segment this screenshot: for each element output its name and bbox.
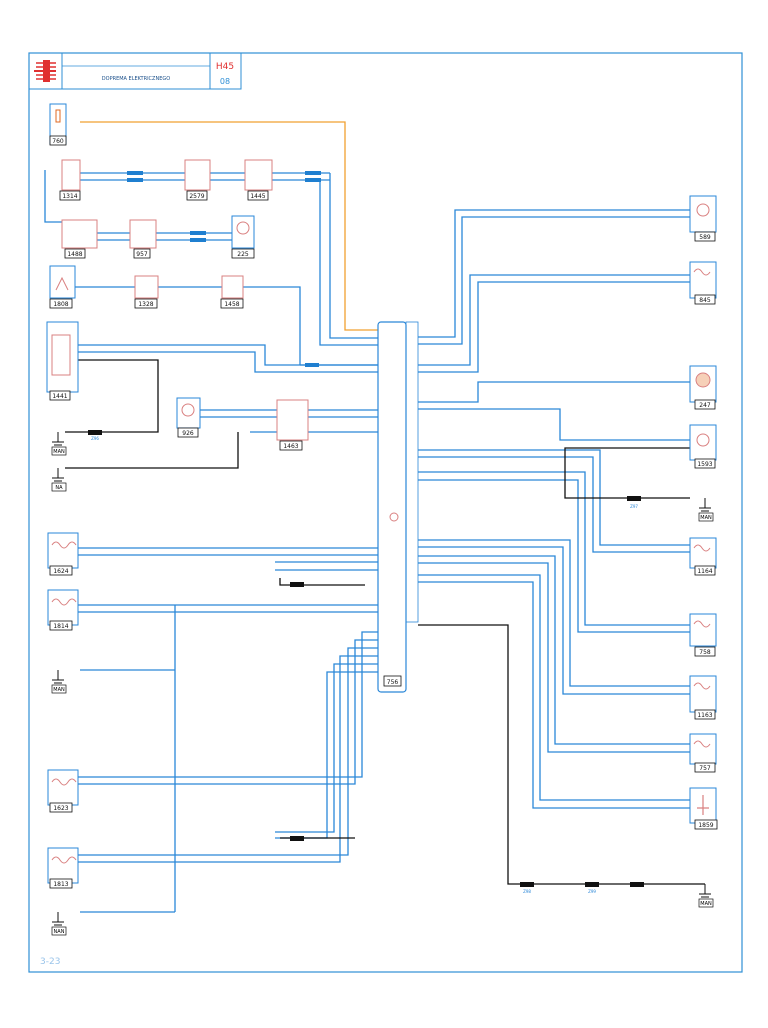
- svg-text:2579: 2579: [189, 193, 204, 200]
- component-758: 758: [689, 613, 717, 657]
- component-1164: 1164: [689, 537, 717, 576]
- svg-text:957: 957: [136, 251, 148, 258]
- actuator-icon: [696, 433, 710, 447]
- component-1813: 1813: [47, 847, 79, 889]
- heater-icon: [51, 541, 77, 549]
- inline-connectors: [127, 171, 321, 367]
- svg-text:1463: 1463: [283, 443, 298, 450]
- svg-text:1859: 1859: [698, 822, 713, 829]
- svg-text:1164: 1164: [697, 568, 712, 575]
- svg-text:247: 247: [699, 402, 711, 409]
- diagram-title: DOPREMA ELEKTRICZNEGO: [102, 76, 170, 82]
- ground-label: NAN: [54, 929, 65, 935]
- sheet-number: 08: [220, 77, 230, 86]
- svg-text:1623: 1623: [53, 805, 68, 812]
- component-1458: 1458: [220, 275, 244, 309]
- component-1623: 1623: [47, 769, 79, 813]
- page-reference: 3-23: [40, 957, 60, 967]
- sheet-code: H45: [216, 62, 234, 72]
- component-225: 225: [231, 215, 255, 259]
- heater-icon: [693, 740, 711, 748]
- splice-label: Z96: [91, 436, 99, 441]
- component-757: 757: [689, 733, 717, 773]
- svg-text:1445: 1445: [250, 193, 265, 200]
- lamp-icon: [697, 795, 709, 815]
- splice-label: Z99: [588, 889, 596, 894]
- heater-icon: [693, 544, 711, 552]
- component-926: 926: [176, 397, 201, 438]
- module-icon: [389, 512, 399, 522]
- svg-text:1163: 1163: [697, 712, 712, 719]
- heater-icon: [693, 268, 711, 276]
- sensor-icon: [236, 221, 250, 235]
- component-589: 589: [689, 195, 717, 242]
- ground-splices: [88, 430, 644, 887]
- svg-text:1624: 1624: [53, 568, 68, 575]
- svg-text:1441: 1441: [52, 393, 67, 400]
- unit-icon: [51, 334, 71, 376]
- component-1314: 1314: [59, 159, 81, 201]
- svg-text:1808: 1808: [53, 301, 68, 308]
- motor-icon: [695, 372, 711, 388]
- svg-text:926: 926: [182, 430, 194, 437]
- svg-text:1814: 1814: [53, 623, 68, 630]
- sheet-border: [28, 52, 743, 973]
- svg-text:1488: 1488: [67, 251, 82, 258]
- ground-label: MAN: [700, 515, 712, 521]
- component-845: 845: [689, 261, 717, 305]
- component-1445: 1445: [244, 159, 273, 201]
- wire-orange: [80, 121, 378, 331]
- svg-text:760: 760: [52, 138, 64, 145]
- ground-labels: MAN NA MAN NAN MAN MAN: [51, 446, 714, 936]
- component-1441: 1441: [46, 321, 79, 401]
- svg-text:225: 225: [237, 251, 249, 258]
- component-1859: 1859: [689, 787, 718, 830]
- sensor-icon: [696, 203, 710, 217]
- ground-label: MAN: [700, 901, 712, 907]
- central-controller-756: 756: [377, 321, 419, 693]
- component-760: 760: [49, 103, 67, 146]
- component-1624: 1624: [47, 532, 79, 576]
- component-1328: 1328: [134, 275, 159, 309]
- splice-label: Z97: [630, 504, 638, 509]
- component-957: 957: [129, 219, 157, 259]
- component-1808: 1808: [49, 265, 76, 309]
- component-1463: 1463: [276, 399, 309, 451]
- svg-text:757: 757: [699, 765, 711, 772]
- component-code: 756: [387, 679, 399, 686]
- svg-text:1314: 1314: [62, 193, 77, 200]
- svg-text:1458: 1458: [224, 301, 239, 308]
- svg-text:1328: 1328: [138, 301, 153, 308]
- component-247: 247: [689, 365, 717, 410]
- heater-icon: [693, 682, 711, 690]
- heater-icon: [693, 620, 711, 628]
- component-1488: 1488: [61, 219, 98, 259]
- component-1814: 1814: [47, 589, 79, 631]
- wire-bundle-blue: [44, 170, 690, 913]
- component-1163: 1163: [689, 675, 717, 720]
- svg-text:845: 845: [699, 297, 711, 304]
- title-block: DOPREMA ELEKTRICZNEGO H45 08: [28, 52, 242, 90]
- svg-text:1593: 1593: [697, 461, 712, 468]
- splice-label: Z98: [523, 889, 531, 894]
- ground-label: MAN: [53, 687, 65, 693]
- component-1593: 1593: [689, 424, 717, 469]
- fuse-icon: [55, 109, 61, 123]
- sensor-icon: [181, 403, 195, 417]
- heater-icon: [51, 856, 77, 864]
- heater-icon: [51, 598, 77, 606]
- ground-symbols: [52, 432, 711, 926]
- svg-text:758: 758: [699, 649, 711, 656]
- brand-logo-icon: [34, 60, 56, 82]
- switch-icon: [55, 276, 69, 291]
- svg-text:589: 589: [699, 234, 711, 241]
- svg-text:1813: 1813: [53, 881, 68, 888]
- heater-icon: [51, 778, 77, 786]
- ground-label: MAN: [53, 449, 65, 455]
- component-2579: 2579: [184, 159, 211, 201]
- ground-label: NA: [55, 485, 63, 491]
